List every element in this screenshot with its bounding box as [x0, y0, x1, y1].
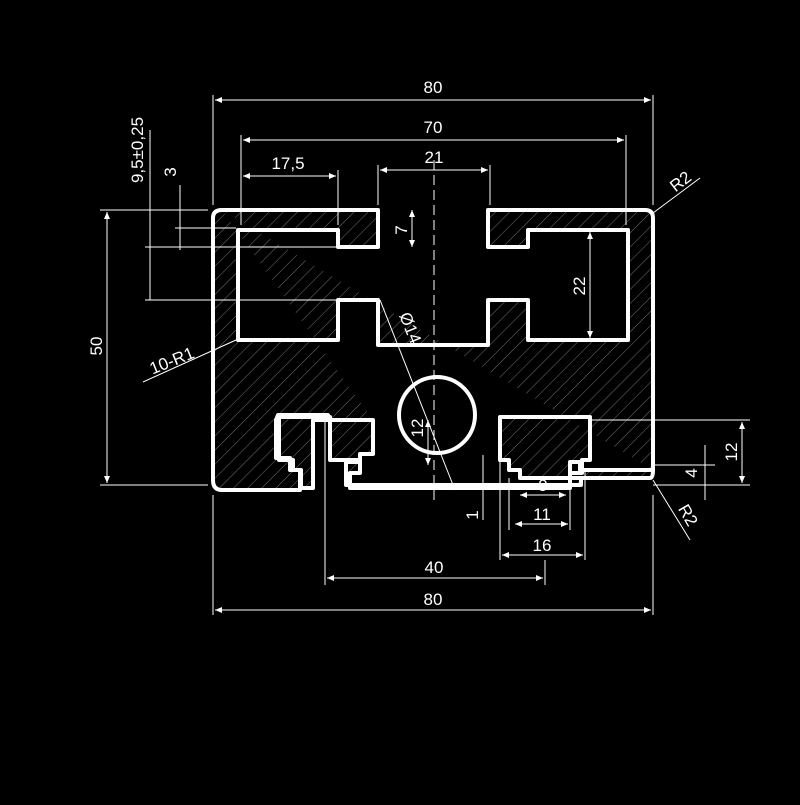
dim-slot-width-21: 21: [425, 148, 444, 167]
dim-slot-pitch-70: 70: [424, 118, 443, 137]
dim-small-3: 3: [161, 167, 180, 176]
dim-cavity-22: 22: [570, 277, 589, 296]
dim-height-50: 50: [87, 337, 106, 356]
dim-slot-9: 9: [538, 476, 547, 495]
dim-overall-width-bottom: 80: [424, 590, 443, 609]
dim-overall-width-top: 80: [424, 78, 443, 97]
dim-fillet-left: 10-R1: [147, 343, 197, 378]
dim-web-17-5: 17,5: [271, 154, 304, 173]
dim-depth-7: 7: [392, 225, 411, 234]
dimension-lines: [100, 95, 750, 615]
dim-slot-11: 11: [533, 505, 551, 524]
dim-slot-16: 16: [533, 536, 552, 555]
dim-tolerance: 9,5±0,25: [128, 117, 147, 183]
dim-right-4: 4: [682, 468, 701, 477]
dim-corner-r-bottom: R2: [674, 501, 701, 529]
dim-pitch-40: 40: [425, 558, 444, 577]
dim-bore-12: 12: [408, 419, 427, 438]
center-bore: [397, 375, 477, 455]
dim-right-12: 12: [722, 443, 741, 462]
dim-lip-1: 1: [463, 510, 482, 519]
dim-corner-r-top: R2: [666, 167, 695, 195]
profile-section: [211, 208, 655, 492]
